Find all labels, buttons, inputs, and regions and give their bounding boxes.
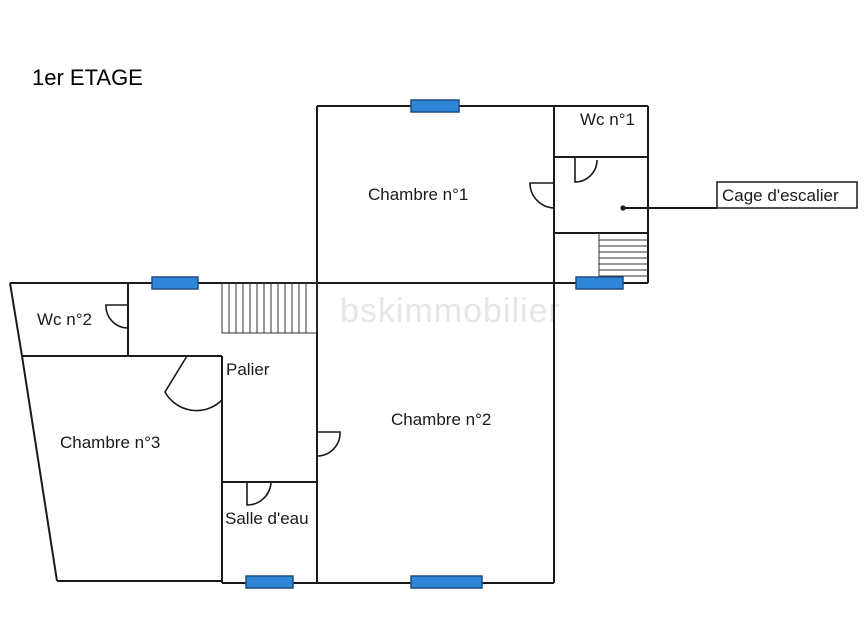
walls <box>9 105 649 584</box>
label-wc1: Wc n°1 <box>580 110 635 129</box>
door-wc2 <box>105 304 129 329</box>
window-wc2 <box>151 276 199 290</box>
label-chambre3: Chambre n°3 <box>60 433 160 452</box>
staircase-cage <box>598 233 648 283</box>
label-wc2: Wc n°2 <box>37 310 92 329</box>
door-chambre2 <box>316 431 341 457</box>
windows <box>151 99 624 589</box>
label-salle-eau: Salle d'eau <box>225 509 309 528</box>
watermark: bskimmobilier <box>340 292 561 330</box>
door-wc1 <box>574 157 598 183</box>
doors <box>105 157 598 506</box>
door-salle-eau <box>246 482 272 506</box>
window-cage <box>575 276 624 290</box>
door-chambre3 <box>164 355 223 412</box>
window-chambre2 <box>410 575 483 589</box>
label-chambre1: Chambre n°1 <box>368 185 468 204</box>
callout-label: Cage d'escalier <box>722 186 839 205</box>
door-chambre1 <box>529 182 555 209</box>
label-chambre2: Chambre n°2 <box>391 410 491 429</box>
window-salle-eau <box>245 575 294 589</box>
callout-box <box>716 181 858 209</box>
callout-cage-escalier: Cage d'escalier <box>620 181 858 211</box>
staircase-palier <box>221 282 318 334</box>
window-chambre1 <box>410 99 460 113</box>
floor-title: 1er ETAGE <box>32 65 143 90</box>
label-palier: Palier <box>226 360 270 379</box>
